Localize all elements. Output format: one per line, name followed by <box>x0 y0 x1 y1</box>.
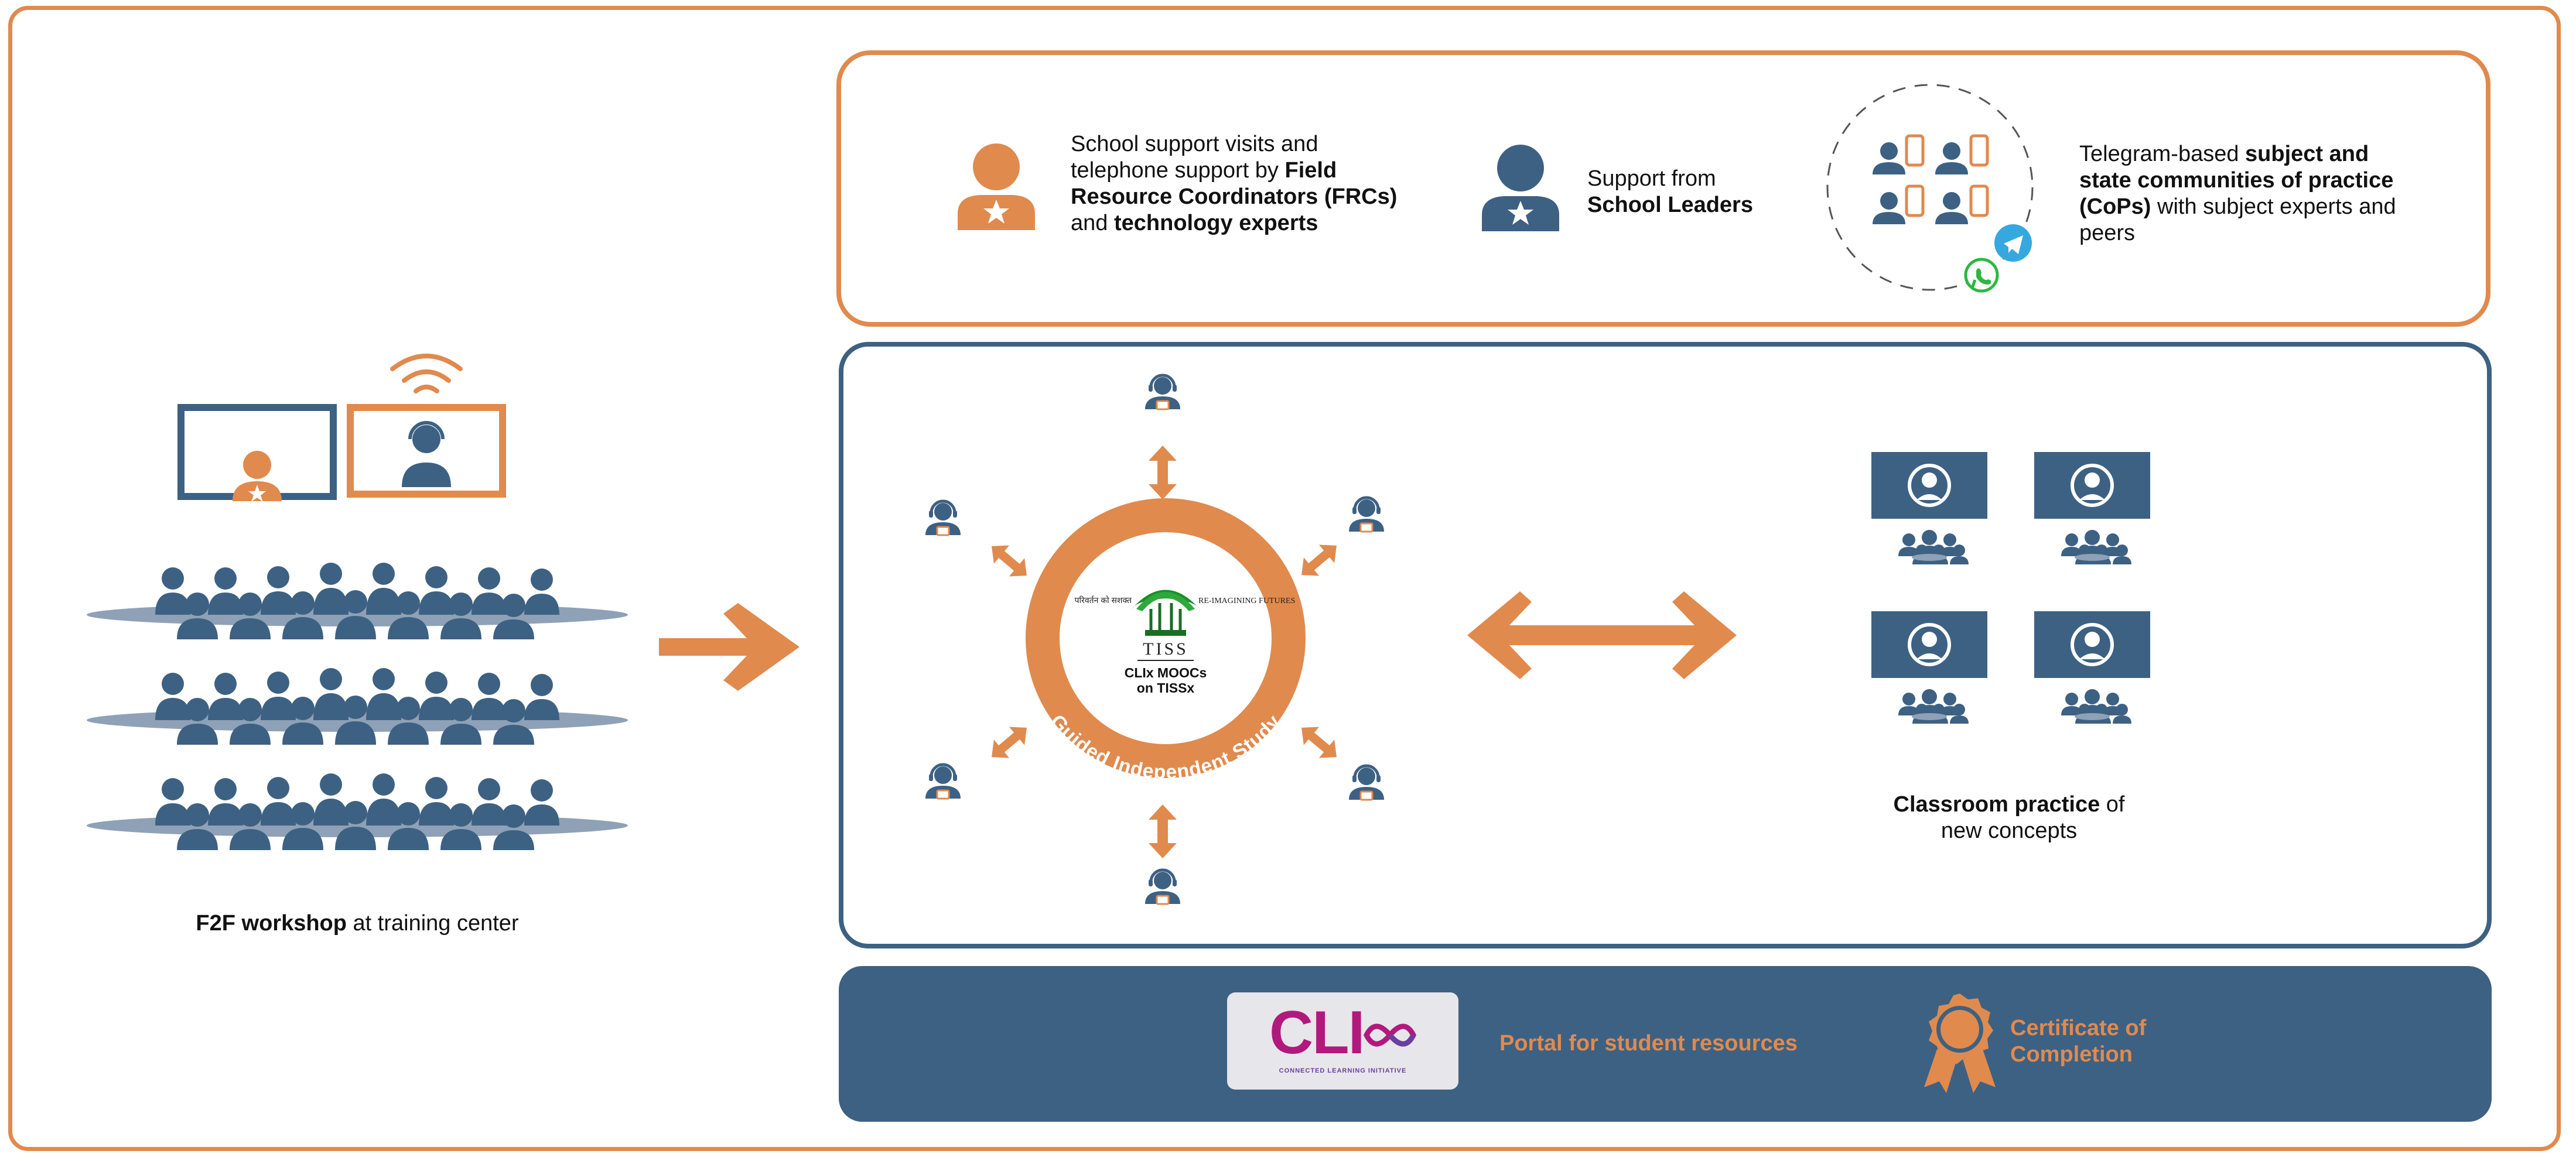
leader-person-star-icon <box>1482 145 1559 231</box>
svg-text:on TISSx: on TISSx <box>1137 680 1195 696</box>
right-arrow-icon <box>659 603 800 691</box>
headset-learner-icon <box>1145 870 1180 904</box>
classroom-icon <box>1871 452 2153 756</box>
headset-learner-icon <box>1349 498 1384 532</box>
portal-link-text[interactable]: Portal for student resources <box>1499 1031 1798 1056</box>
double-arrow-icon <box>1149 804 1177 858</box>
whatsapp-icon <box>1964 258 1999 293</box>
frc-support-text: School support visits and telephone supp… <box>1071 132 1398 235</box>
wifi-icon <box>390 354 463 393</box>
svg-text:CLIx MOOCs: CLIx MOOCs <box>1125 665 1207 680</box>
cli-subtitle: CONNECTED LEARNING INITIATIVE <box>1279 1067 1407 1074</box>
study-panel <box>839 342 2492 948</box>
trainer-screen-icon <box>177 404 337 502</box>
svg-text:RE-IMAGINING FUTURES: RE-IMAGINING FUTURES <box>1198 597 1295 605</box>
svg-text:TISS: TISS <box>1143 639 1188 659</box>
support-panel <box>836 50 2490 327</box>
headset-learner-icon <box>925 501 961 535</box>
certificate-badge-icon <box>1924 994 1996 1093</box>
resources-panel <box>839 966 2492 1122</box>
cli-logo-card: CLI CONNECTED LEARNING INITIATIVE <box>1227 992 1458 1090</box>
double-arrow-icon <box>1467 591 1737 679</box>
svg-text:परिवर्तन को सशक्त: परिवर्तन को सशक्त <box>1075 595 1132 605</box>
telegram-cop-text: Telegram-based subject and state communi… <box>2079 142 2396 245</box>
tiss-tree-logo: TISS RE-IMAGINING FUTURES परिवर्तन को सश… <box>1075 590 1295 661</box>
audience-icon <box>87 563 628 850</box>
headset-learner-icon <box>925 765 961 799</box>
telegram-cop-graphic <box>1826 84 2034 293</box>
workshop-caption: F2F workshop at training center <box>196 911 519 936</box>
double-arrow-icon <box>1293 536 1345 584</box>
outer-frame <box>8 6 2561 1151</box>
telegram-icon <box>1994 224 2032 262</box>
frc-person-star-icon <box>958 143 1035 230</box>
double-arrow-icon <box>1293 718 1345 766</box>
double-arrow-icon <box>983 537 1035 585</box>
double-arrow-icon <box>983 718 1035 766</box>
cli-logo-text: CLI <box>1269 999 1365 1067</box>
cli-infinity-logo-icon <box>1363 1023 1417 1047</box>
guided-study-hub: Guided Independent Study Guided Independ… <box>914 363 1417 925</box>
headset-learner-icon <box>1145 375 1180 409</box>
headset-learner-icon <box>1349 766 1384 800</box>
remote-expert-screen-icon <box>347 404 506 498</box>
